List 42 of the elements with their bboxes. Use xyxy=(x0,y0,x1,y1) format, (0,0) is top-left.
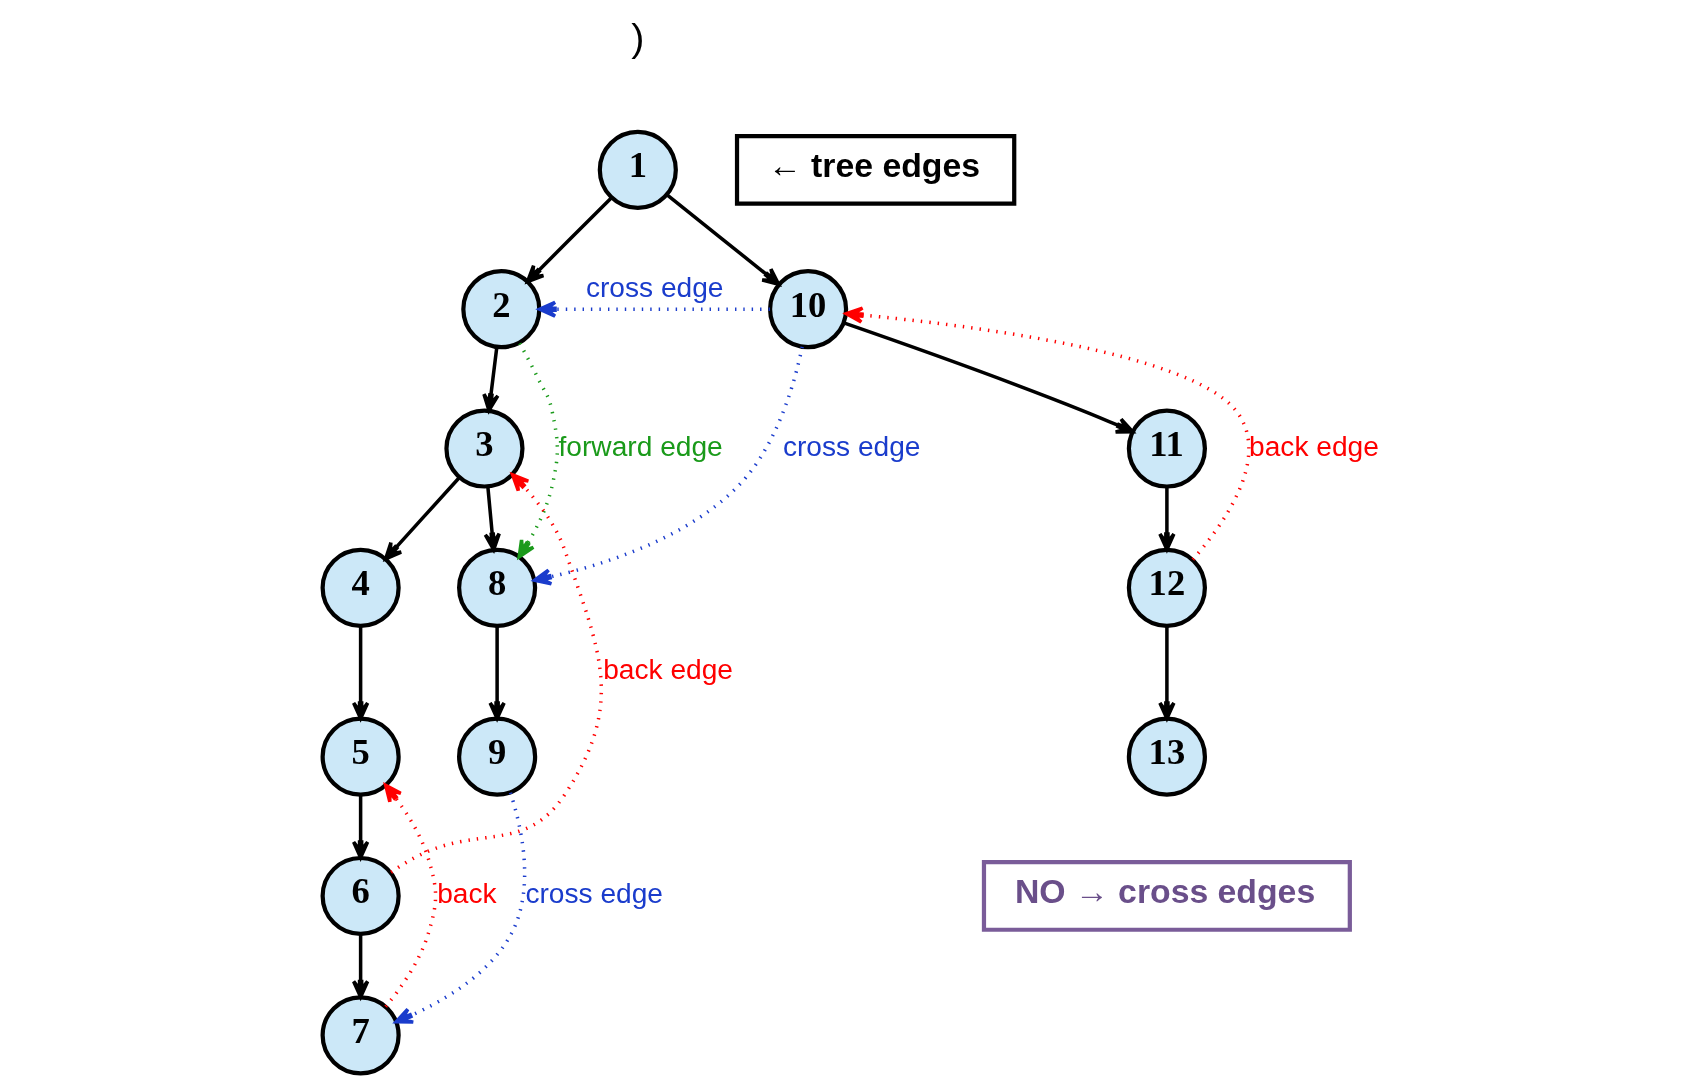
node-circle: 2 xyxy=(460,269,541,350)
arrow xyxy=(383,783,437,1008)
arrow xyxy=(383,476,461,561)
node-circle: 13 xyxy=(1126,716,1207,797)
edge-label: cross edge xyxy=(524,878,663,910)
arrow xyxy=(516,342,559,559)
node-circle: 11 xyxy=(1126,408,1207,489)
edge-label: cross edge xyxy=(585,271,723,303)
arrow xyxy=(1157,486,1176,552)
node-box: NO → cross edges xyxy=(981,860,1352,932)
arrow xyxy=(481,346,500,413)
label: ) xyxy=(630,14,644,59)
edge-label: back xyxy=(436,878,497,910)
node-circle: 5 xyxy=(320,716,401,797)
node-circle: 9 xyxy=(456,716,537,797)
arrow xyxy=(842,321,1134,434)
arrow xyxy=(487,626,506,721)
arrow xyxy=(844,306,1250,561)
edge-label: back edge xyxy=(1248,430,1379,462)
arrow xyxy=(393,792,526,1024)
arrow xyxy=(483,486,501,552)
arrow xyxy=(1157,626,1176,721)
node-circle: 8 xyxy=(456,547,537,628)
edge-label: back edge xyxy=(602,654,733,686)
arrow xyxy=(665,193,780,286)
node-circle: 4 xyxy=(320,547,401,628)
arrow xyxy=(389,473,603,874)
edge-label: cross edge xyxy=(782,430,920,462)
arrow xyxy=(351,934,369,999)
node-circle: 3 xyxy=(443,408,525,489)
edge-label: forward edge xyxy=(558,430,723,462)
arrow xyxy=(351,795,369,860)
node-circle: 7 xyxy=(320,995,401,1076)
node-circle: 12 xyxy=(1126,547,1207,628)
arrow xyxy=(351,626,369,721)
node-box: ← tree edges xyxy=(734,134,1016,206)
node-circle: 10 xyxy=(767,269,848,350)
node-circle: 6 xyxy=(320,855,401,937)
node-circle: 1 xyxy=(597,129,678,210)
arrow xyxy=(525,196,613,284)
arrow xyxy=(537,300,770,318)
arrow xyxy=(532,346,804,586)
